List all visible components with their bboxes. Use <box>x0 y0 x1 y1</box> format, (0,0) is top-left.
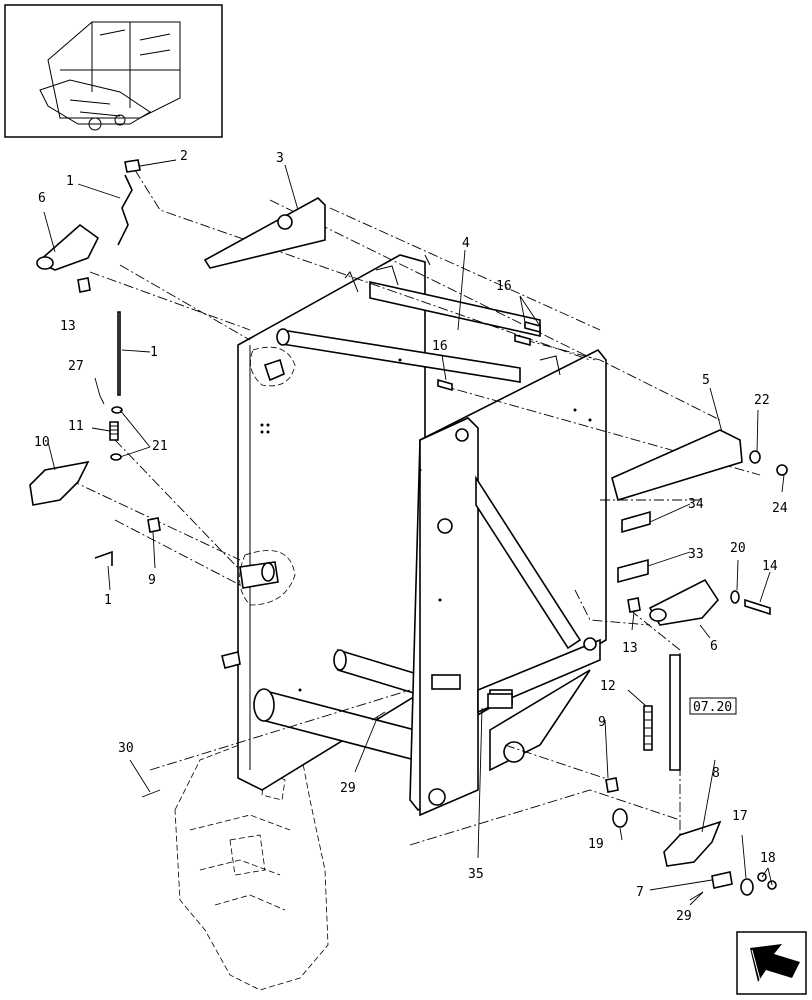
part-34-decal <box>621 510 651 534</box>
part-16-bolt-a <box>524 320 541 334</box>
part-16-bolt-b <box>514 333 531 347</box>
callout-24: 24 <box>772 501 788 516</box>
callout-16a: 16 <box>496 279 512 294</box>
callout-18: 18 <box>760 851 776 866</box>
callout-1a: 1 <box>66 174 74 189</box>
callout-20: 20 <box>730 541 746 556</box>
part-29-pin-b <box>689 891 704 901</box>
callout-30: 30 <box>118 741 134 756</box>
callout-34: 34 <box>688 497 704 512</box>
part-30-pin <box>141 789 161 798</box>
part-21-washer-b <box>110 453 122 461</box>
callout-2: 2 <box>180 149 188 164</box>
part-6-plate-right <box>648 578 720 626</box>
part-20-washer <box>730 590 740 604</box>
part-3-bracket <box>203 197 326 269</box>
callout-1b: 1 <box>150 345 158 360</box>
part-19-washer <box>612 808 628 828</box>
callout-16b: 16 <box>432 339 448 354</box>
callout-12: 12 <box>600 679 616 694</box>
part-33-decal <box>617 558 649 584</box>
navigation-arrow-icon[interactable] <box>736 931 807 995</box>
part-14-bolt <box>744 598 771 616</box>
callout-13a: 13 <box>60 319 76 334</box>
part-22-washer <box>749 450 761 464</box>
part-13-bushing-left <box>77 277 91 293</box>
callout-19: 19 <box>588 837 604 852</box>
reference-box: 07.20 <box>689 697 737 715</box>
callout-14: 14 <box>762 559 778 574</box>
callout-33: 33 <box>688 547 704 562</box>
part-10-latch <box>29 460 90 506</box>
part-1-rod-top <box>117 174 133 246</box>
parts <box>29 159 788 901</box>
part-13-bushing-right <box>627 597 641 613</box>
callout-29a: 29 <box>340 781 356 796</box>
reference-box-label: 07.20 <box>693 700 732 715</box>
callout-9a: 9 <box>148 573 156 588</box>
part-5-bracket <box>611 429 743 502</box>
part-17-washer <box>740 878 754 896</box>
alignment-lines <box>69 169 761 846</box>
callout-7: 7 <box>636 885 644 900</box>
part-27-pin <box>99 395 105 405</box>
part-6-plate-left <box>36 223 100 271</box>
callout-1c: 1 <box>104 593 112 608</box>
callout-4: 4 <box>462 236 470 251</box>
callout-9b: 9 <box>598 715 606 730</box>
callout-10: 10 <box>34 435 50 450</box>
callout-29b: 29 <box>676 909 692 924</box>
callout-22: 22 <box>754 393 770 408</box>
part-16-bolt-c <box>437 378 453 392</box>
callout-27: 27 <box>68 359 84 374</box>
part-29-pin-a <box>371 711 386 721</box>
callout-13b: 13 <box>622 641 638 656</box>
part-2-pin <box>124 159 141 173</box>
part-24-bolt <box>776 464 788 476</box>
part-9-bushing-right <box>605 777 619 793</box>
part-8-latch <box>663 820 722 867</box>
callout-17: 17 <box>732 809 748 824</box>
callout-11: 11 <box>68 419 84 434</box>
part-11-spring <box>109 421 119 441</box>
part-7-pin <box>711 871 733 889</box>
callout-5: 5 <box>702 373 710 388</box>
callout-3: 3 <box>276 151 284 166</box>
main-frame <box>221 254 607 817</box>
callout-6b: 6 <box>710 639 718 654</box>
callout-21: 21 <box>152 439 168 454</box>
leader-lines <box>43 159 785 906</box>
callout-35: 35 <box>468 867 484 882</box>
overview-thumbnail <box>4 4 223 138</box>
part-1-handle <box>94 550 113 566</box>
callout-8: 8 <box>712 766 720 781</box>
part-21-washer-a <box>111 406 123 414</box>
callout-6a: 6 <box>38 191 46 206</box>
part-9-bushing-left <box>147 517 161 533</box>
callouts: 1 1 1 2 3 4 5 6 6 7 8 9 9 10 11 12 13 13… <box>34 149 788 924</box>
part-1-rod-middle <box>117 311 121 396</box>
